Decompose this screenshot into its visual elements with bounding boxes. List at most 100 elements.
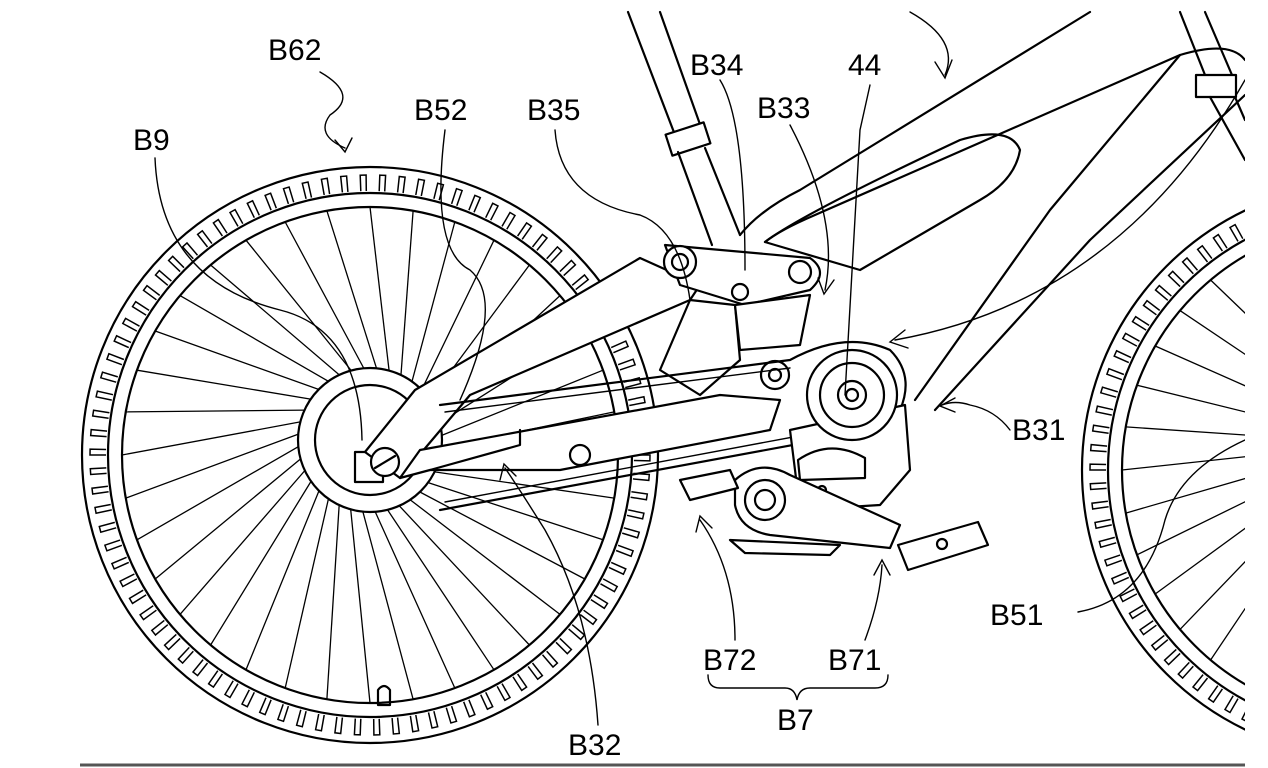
tread-lug [353,718,362,736]
spoke [1210,607,1245,661]
tread-lug [89,467,107,476]
tread-lug [610,340,630,354]
tread-lug [91,409,110,420]
tread-lug [1212,233,1228,252]
tread-lug [91,485,109,495]
tread-lug [579,609,598,626]
label-B72: B72 [703,644,756,677]
leader-lines [154,71,1245,726]
tread-lug [559,259,577,277]
tread-lug [1089,482,1107,491]
tread-lug [1110,571,1130,585]
leader-B71 [864,564,883,641]
tread-lug [276,704,290,723]
tread-lug [264,192,278,211]
front-spokes [1121,255,1268,661]
tread-lug [378,174,387,192]
tread-lug [427,711,439,729]
tread-lug [1089,443,1108,453]
fork-right [1233,95,1245,122]
crank-spindle-inner [753,488,777,512]
tread-lug [1142,299,1161,316]
front-wheel [1080,209,1268,731]
tread-lug [119,573,138,588]
spoke [379,498,495,671]
spoke [1125,426,1245,436]
tread-lug [258,697,272,716]
front-tire-outer [1080,209,1245,731]
spoke [1121,456,1245,471]
tread-lug [339,175,349,193]
tread-lug [246,199,260,219]
tread-lug [1228,223,1244,242]
tread-lug [626,509,645,520]
tread-lug [617,358,637,371]
tread-lug [177,646,194,665]
tread-lug [212,218,228,237]
tread-lug [630,490,649,501]
tread-lug [320,177,331,196]
spoke [1210,279,1245,314]
tread-lug [1099,386,1119,398]
tread-lug [1177,661,1194,680]
tread-lug [485,202,500,221]
tread-lug [433,182,445,201]
tread-lug [103,539,123,552]
tread-lug [628,395,646,407]
leader-B52 [440,129,486,401]
tread-lug [128,589,147,605]
spoke [154,330,332,395]
spoke [125,409,319,413]
label-B31: B31 [1012,414,1065,447]
tread-lug [527,662,544,681]
spoke [1136,501,1245,556]
label-B9: B9 [133,124,170,157]
leader-44b [894,79,1245,341]
leader-B35 [554,129,691,301]
chain-lower-inner [444,431,821,503]
tread-lug [314,713,325,732]
seat-post-right [658,10,704,132]
front-tire-inner [1106,238,1245,702]
tread-lug [590,594,609,610]
tread-lug [282,186,295,205]
tread-lug [131,300,150,316]
head-tube-left [1178,10,1207,77]
tread-lug [615,544,635,558]
tread-lug [391,717,401,735]
tread-lug [95,390,114,401]
tread-lug [445,705,458,724]
pedal [896,520,990,572]
tread-lug [1207,685,1224,704]
tread-lug [501,211,517,230]
leader-B62 [319,71,346,149]
tread-lug [89,428,108,438]
tread-lug [1095,405,1114,416]
tread-lug [99,371,119,383]
rocker-pivot-rear-inner [670,252,690,272]
spoke [125,428,312,499]
rocker-pivot-rear [662,244,698,280]
tread-lug [105,352,125,366]
rocker-pivot-mid [730,282,750,302]
leader-B31 [941,401,1011,431]
seat-tube-right [703,146,742,237]
down-tube-lower [933,93,1245,412]
tread-lug [121,317,140,332]
spoke [245,239,361,382]
front-sprocket-axle [844,387,860,403]
tread-lug [89,448,107,456]
tread-lug [450,187,464,206]
rear-tire-outer [80,165,660,745]
spoke [429,369,604,441]
front-tire-tread [1089,223,1245,722]
crank-spindle [743,478,787,522]
spoke [1246,255,1268,411]
tread-lug [228,208,244,227]
tread-lug [372,718,381,736]
tread-lug [1131,315,1150,331]
leader-B34 [719,79,746,271]
tread-lug [512,673,528,692]
tread-lug [1196,244,1213,263]
tread-lug [1240,711,1245,722]
